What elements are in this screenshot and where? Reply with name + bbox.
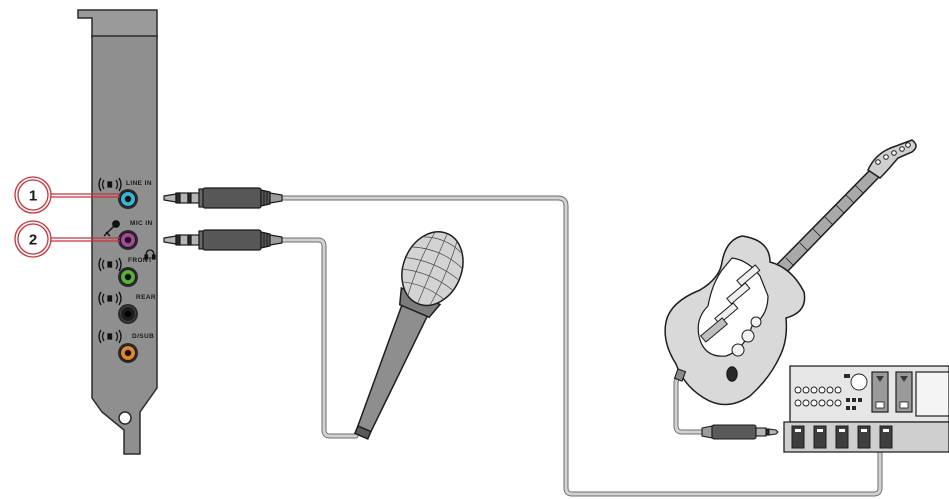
mic-in-label: MIC IN: [130, 220, 153, 227]
quarter-inch-plug: [701, 424, 779, 440]
sound-card-bracket: [77, 9, 158, 455]
line-in-plug: [163, 187, 283, 209]
port-line-in: LINE IN: [98, 177, 152, 209]
port-mic-in: MIC IN: [103, 220, 153, 250]
port-front: FRONT: [98, 257, 152, 287]
mounting-hole: [118, 411, 132, 425]
electric-guitar-illustration: [664, 139, 917, 406]
headphone-icon: [144, 249, 156, 260]
cables: [279, 195, 883, 497]
speaker-waves-icon: [98, 329, 122, 344]
speaker-waves-icon: [98, 291, 122, 306]
line-in-label: LINE IN: [126, 180, 152, 187]
speaker-waves-icon: [98, 257, 122, 272]
microphone-illustration: [353, 231, 464, 440]
callout-1: 1: [14, 176, 120, 214]
guitar-output-plug: [673, 368, 687, 382]
callout-2-number: 2: [29, 232, 37, 249]
mic-cable: [279, 237, 359, 439]
port-dsub: D/SUB: [98, 329, 154, 363]
callout-2: 2: [14, 220, 120, 258]
mic-in-plug: [163, 229, 283, 251]
microphone-icon: [103, 220, 120, 237]
port-rear: REAR: [98, 291, 156, 324]
speaker-waves-icon: [98, 177, 122, 192]
dsub-label: D/SUB: [132, 333, 154, 340]
front-label: FRONT: [128, 257, 152, 264]
multi-effects-pedal-illustration: [783, 365, 949, 453]
callout-1-number: 1: [29, 188, 37, 205]
rear-label: REAR: [136, 294, 156, 301]
